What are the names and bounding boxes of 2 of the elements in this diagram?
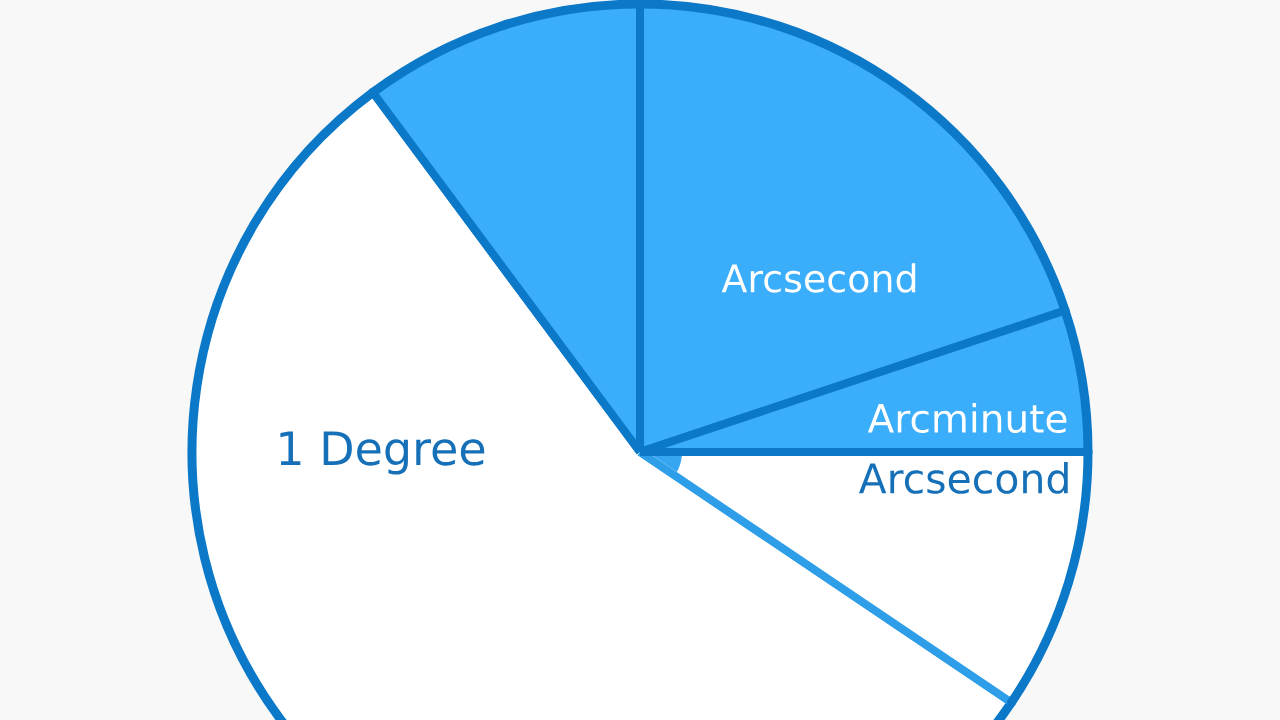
pie-slice: Arcminute [638, 306, 1093, 457]
pie-slice: Arcsecond [637, 447, 1093, 707]
